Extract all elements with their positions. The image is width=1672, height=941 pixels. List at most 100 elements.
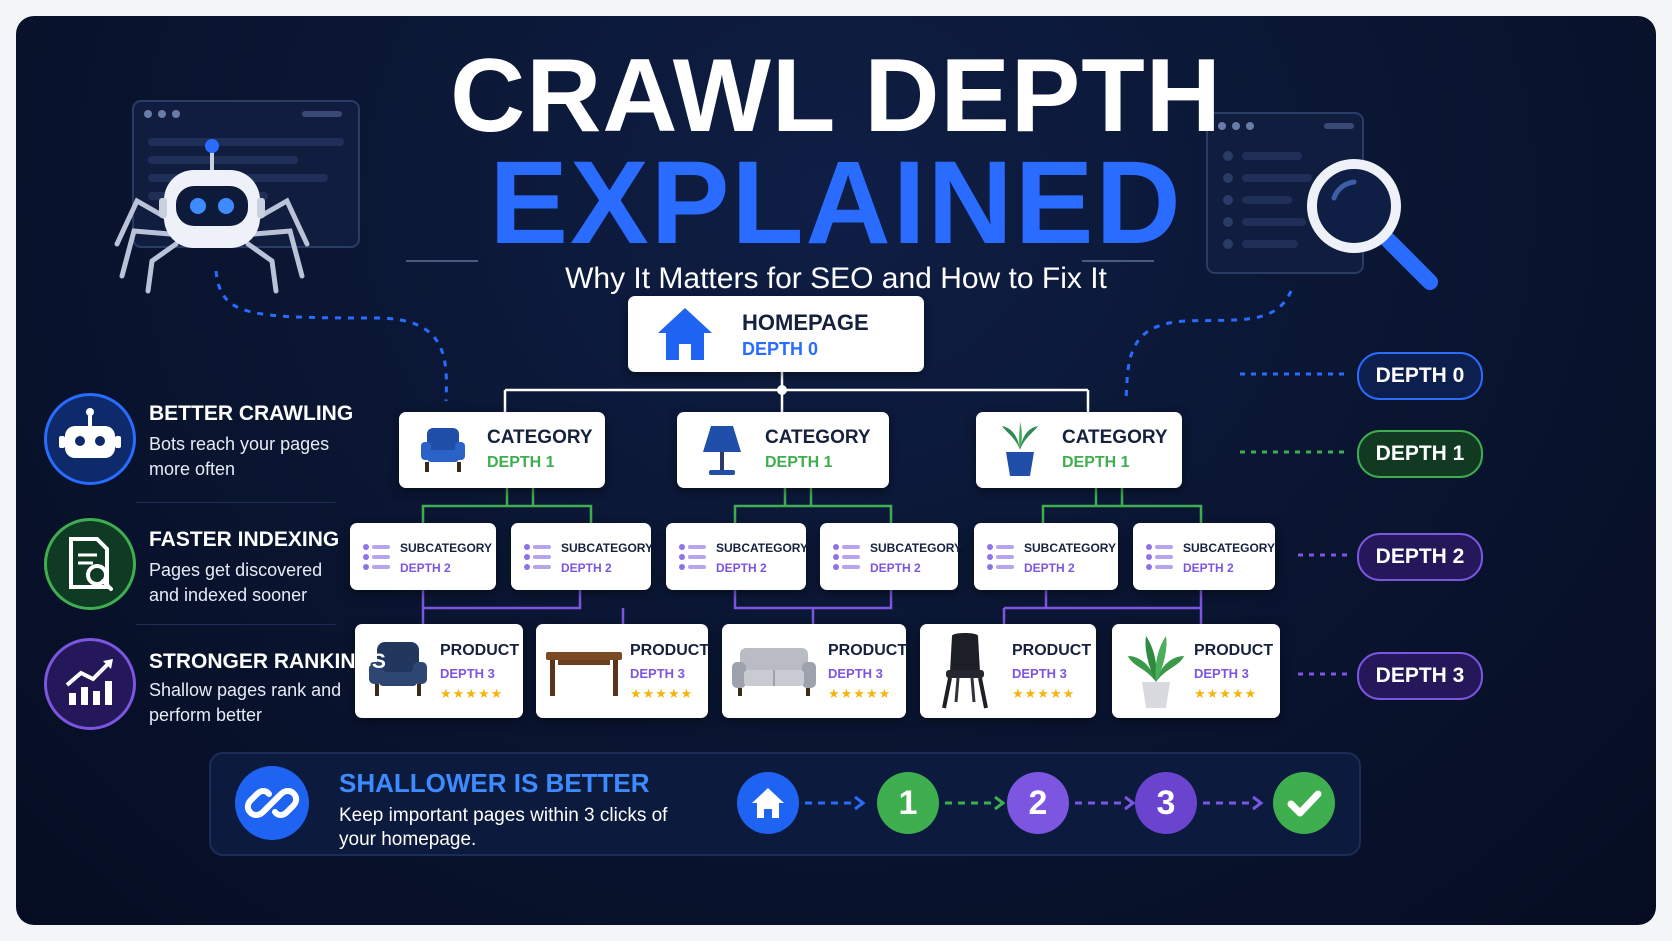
benefit-title: STRONGER RANKINGS [149,650,386,673]
plant-icon [1002,422,1038,476]
arrow-right-icon [1075,795,1136,811]
homepage-label: HOMEPAGE [742,310,869,335]
subcategory-depth: DEPTH 2 [1183,561,1234,575]
subcategory-label: SUBCATEGORY [561,541,654,555]
product-depth: DEPTH 3 [828,666,883,681]
plant-icon [1128,636,1184,708]
infographic-canvas: CRAWL DEPTH EXPLAINED Why It Matters for… [16,16,1656,925]
product-label: PRODUCT [828,642,908,659]
legend-pill-depth3: DEPTH 3 [1357,652,1483,700]
rating-stars: ★★★★★ [440,686,504,701]
step-done [1273,772,1335,834]
legend-pill-depth2: DEPTH 2 [1357,533,1483,581]
product-label: PRODUCT [1194,642,1274,659]
subtitle: Why It Matters for SEO and How to Fix It [565,262,1107,295]
benefit-desc: Bots reach your pages more often [149,434,330,479]
subcategory-label: SUBCATEGORY [400,541,493,555]
category-card: CATEGORY DEPTH 1 [976,412,1182,488]
connector-layer [214,260,1348,676]
depth1-connector [503,371,1090,412]
subcategory-card: SUBCATEGORY DEPTH 2 [350,523,496,590]
product-card: PRODUCT DEPTH 3 ★★★★★ [1112,624,1280,718]
magnifier-icon [1307,159,1438,290]
title-line-1: CRAWL DEPTH [450,38,1222,154]
product-card: PRODUCT DEPTH 3 ★★★★★ [536,624,710,718]
step-1: 1 [877,772,939,834]
home-icon [658,308,712,360]
robot-spider-icon [114,139,310,294]
list-icon [987,544,1014,570]
link-icon-badge [235,766,309,840]
table-icon [546,652,622,696]
subcategory-card: SUBCATEGORY DEPTH 2 [974,523,1118,590]
sofa-icon [732,648,816,696]
product-depth: DEPTH 3 [630,666,685,681]
subcategory-depth: DEPTH 2 [400,561,451,575]
rating-stars: ★★★★★ [630,686,694,701]
arrow-right-icon [945,795,1006,811]
category-label: CATEGORY [487,427,593,448]
product-label: PRODUCT [630,642,710,659]
step-2: 2 [1007,772,1069,834]
benefit-icon-badge [44,518,136,610]
product-depth: DEPTH 3 [1012,666,1067,681]
product-depth: DEPTH 3 [440,666,495,681]
armchair-icon [421,428,465,472]
list-icon [524,544,551,570]
category-label: CATEGORY [765,427,871,448]
armchair-icon [369,642,427,696]
product-label: PRODUCT [440,642,520,659]
benefit-desc: Pages get discovered and indexed sooner [149,560,323,605]
subcategory-card: SUBCATEGORY DEPTH 2 [820,523,962,590]
robot-dotted-path [214,270,448,402]
product-card: PRODUCT DEPTH 3 ★★★★★ [355,624,523,718]
homepage-depth: DEPTH 0 [742,339,819,359]
subcategory-label: SUBCATEGORY [870,541,963,555]
benefit-icon-badge [44,638,136,730]
category-depth: DEPTH 1 [765,454,833,471]
subcategory-depth: DEPTH 2 [716,561,767,575]
banner-title: SHALLOWER IS BETTER [339,768,650,798]
step-3: 3 [1135,772,1197,834]
legend-pill-depth0: DEPTH 0 [1357,352,1483,400]
list-icon [1146,544,1173,570]
category-depth: DEPTH 1 [487,454,555,471]
junction-dot [777,385,787,395]
product-card: PRODUCT DEPTH 3 ★★★★★ [722,624,908,718]
category-card: CATEGORY DEPTH 1 [677,412,889,488]
depth3-connector [421,590,1203,624]
rating-stars: ★★★★★ [1012,686,1076,701]
arrow-right-icon [1203,795,1264,811]
home-icon [752,788,784,818]
category-card: CATEGORY DEPTH 1 [399,412,605,488]
banner: SHALLOWER IS BETTER Keep important pages… [209,752,1361,856]
title-line-2: EXPLAINED [489,137,1183,269]
subcategory-label: SUBCATEGORY [716,541,809,555]
subcategory-card: SUBCATEGORY DEPTH 2 [1133,523,1275,590]
list-icon [679,544,706,570]
link-icon [244,788,300,818]
list-icon [363,544,390,570]
lamp-icon [703,426,741,475]
arrow-right-icon [805,795,866,811]
product-card: PRODUCT DEPTH 3 ★★★★★ [920,624,1096,718]
homepage-card: HOMEPAGE DEPTH 0 [628,296,924,372]
chair-icon [942,633,988,709]
benefit-divider [136,624,336,625]
subcategory-label: SUBCATEGORY [1183,541,1276,555]
checkmark-icon [1287,790,1322,817]
legend-pill-depth1: DEPTH 1 [1357,430,1483,478]
benefit-divider [136,502,336,503]
subcategory-depth: DEPTH 2 [1024,561,1075,575]
product-label: PRODUCT [1012,642,1092,659]
banner-desc: Keep important pages within 3 clicks of … [339,805,668,850]
rising-chart-icon [65,659,113,705]
product-depth: DEPTH 3 [1194,666,1249,681]
magnifier-dotted-path [1124,290,1293,402]
subcategory-label: SUBCATEGORY [1024,541,1117,555]
subcategory-depth: DEPTH 2 [870,561,921,575]
document-search-icon [69,537,113,591]
rating-stars: ★★★★★ [828,686,892,701]
rating-stars: ★★★★★ [1194,686,1258,701]
